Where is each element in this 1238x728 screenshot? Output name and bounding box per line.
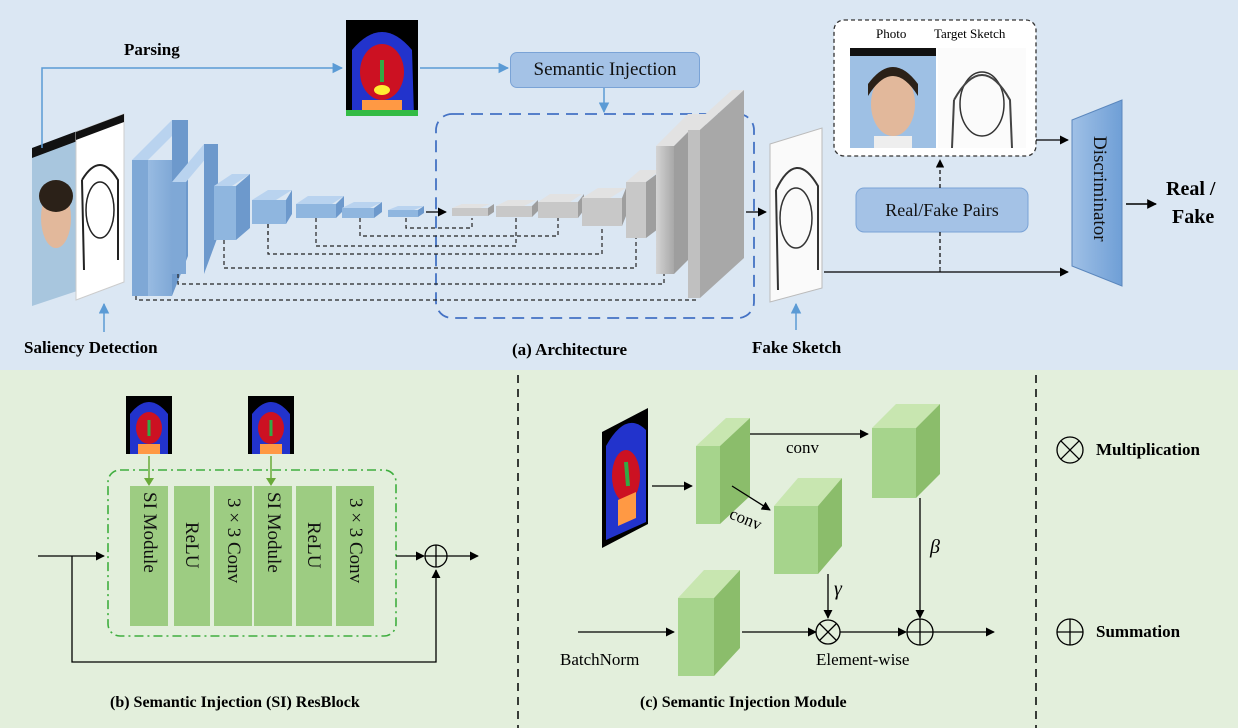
parsing-label: Parsing — [124, 40, 180, 59]
encoder — [132, 120, 424, 296]
parsing-map-b1 — [126, 396, 172, 454]
saliency-detection-label: Saliency Detection — [24, 338, 158, 357]
feature-block-beta — [872, 404, 940, 498]
legend-multiplication-label: Multiplication — [1096, 440, 1200, 459]
discriminator-label: Discriminator — [1089, 136, 1110, 242]
parsing-map-top — [346, 20, 418, 116]
discriminator-block — [1071, 99, 1123, 287]
real-photo — [850, 48, 936, 148]
layer-label-3: 3 × 3 Conv — [223, 498, 244, 584]
target-sketch-image — [938, 48, 1026, 149]
layer-label-1: SI Module — [139, 492, 160, 573]
resblock-caption: (b) Semantic Injection (SI) ResBlock — [110, 694, 360, 711]
fake-sketch-image — [769, 127, 823, 303]
conv-top-label: conv — [786, 438, 820, 457]
parsing-arrow — [41, 62, 344, 148]
si-module-caption: (c) Semantic Injection Module — [640, 694, 847, 711]
legend-summation-label: Summation — [1096, 622, 1181, 641]
resblock-layers — [130, 486, 374, 626]
parsing-map-c — [602, 408, 648, 548]
output-label-line2: Fake — [1172, 206, 1215, 228]
feature-block-1 — [696, 418, 750, 524]
real-fake-pairs-box — [855, 187, 1029, 233]
saliency-sketch — [75, 113, 125, 301]
legend-multiply-icon — [1056, 436, 1084, 464]
resblock-sum-icon — [424, 544, 448, 568]
feature-block-batchnorm — [678, 570, 740, 676]
gamma-label: γ — [834, 578, 842, 600]
legend-sum-icon — [1056, 618, 1084, 646]
layer-label-6: 3 × 3 Conv — [345, 498, 366, 584]
elementwise-label: Element-wise — [816, 650, 910, 669]
input-photo — [32, 130, 80, 306]
photo-label: Photo — [876, 26, 907, 41]
feature-block-gamma — [774, 478, 842, 574]
output-label-line1: Real / — [1166, 178, 1216, 200]
semantic-injection-box: Semantic Injection — [510, 52, 700, 88]
sum-icon — [906, 618, 934, 646]
real-fake-pairs-label-wrap: Real/Fake Pairs — [856, 188, 1028, 232]
layer-label-2: ReLU — [181, 522, 202, 569]
resblock-region — [107, 469, 397, 637]
semantic-injection-label: Semantic Injection — [533, 59, 677, 80]
parsing-map-b2 — [248, 396, 294, 454]
beta-label: β — [930, 536, 940, 558]
layer-label-5: ReLU — [303, 522, 324, 569]
batchnorm-label: BatchNorm — [560, 650, 640, 669]
decoder — [452, 90, 744, 298]
architecture-caption: (a) Architecture — [512, 340, 628, 359]
decoder-injection-region — [435, 113, 755, 319]
skip-connections — [135, 218, 697, 301]
real-fake-pairs-label: Real/Fake Pairs — [885, 199, 999, 220]
layer-label-4: SI Module — [263, 492, 284, 573]
target-sketch-label: Target Sketch — [934, 26, 1006, 41]
fake-sketch-label: Fake Sketch — [752, 338, 842, 357]
